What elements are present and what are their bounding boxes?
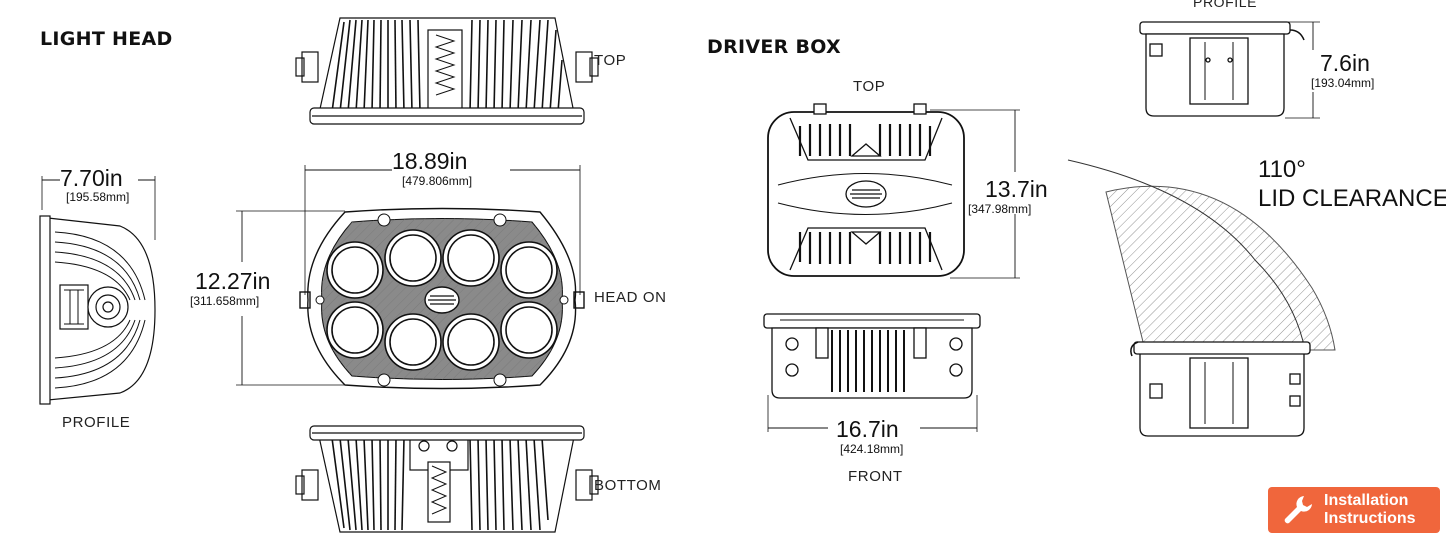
driver-box-width-mm: [424.18mm] bbox=[840, 442, 904, 456]
light-head-bottom-view bbox=[295, 425, 599, 533]
driver-box-profile-label: PROFILE bbox=[1193, 0, 1258, 10]
light-head-width-mm: [479.806mm] bbox=[402, 174, 473, 188]
driver-box-depth-mm: [193.04mm] bbox=[1311, 76, 1375, 90]
wrench-icon bbox=[1284, 496, 1312, 524]
driver-box-depth-in: 7.6in bbox=[1320, 50, 1370, 76]
lid-clearance-angle: 110° bbox=[1258, 156, 1306, 183]
driver-box-front-view bbox=[763, 313, 981, 432]
driver-box-height-mm: [347.98mm] bbox=[968, 202, 1032, 216]
lid-clearance-label: LID CLEARANCE bbox=[1258, 185, 1446, 212]
light-head-top-view bbox=[295, 17, 599, 125]
light-head-depth-in: 7.70in bbox=[60, 165, 123, 191]
light-head-bottom-label: BOTTOM bbox=[594, 477, 662, 494]
light-head-heading: LIGHT HEAD bbox=[40, 28, 173, 50]
light-head-height-in: 12.27in bbox=[195, 268, 271, 294]
lid-clearance-view bbox=[1067, 159, 1336, 437]
light-head-head-on-label: HEAD ON bbox=[594, 289, 667, 306]
driver-box-front-label: FRONT bbox=[848, 468, 903, 485]
light-head-profile-view bbox=[39, 176, 156, 405]
light-head-height-mm: [311.658mm] bbox=[190, 294, 260, 308]
light-head-profile-label: PROFILE bbox=[62, 414, 131, 431]
install-button-line2: Instructions bbox=[1324, 510, 1416, 527]
light-head-width-in: 18.89in bbox=[392, 148, 468, 174]
driver-box-top-view bbox=[767, 103, 1020, 279]
installation-instructions-button[interactable]: Installation Instructions bbox=[1268, 487, 1440, 533]
driver-box-width-in: 16.7in bbox=[836, 416, 899, 442]
driver-box-profile-view bbox=[1139, 21, 1320, 119]
install-button-line1: Installation bbox=[1324, 492, 1409, 509]
driver-box-heading: DRIVER BOX bbox=[707, 36, 842, 58]
light-head-depth-mm: [195.58mm] bbox=[66, 190, 130, 204]
light-head-top-label: TOP bbox=[594, 52, 627, 69]
driver-box-height-in: 13.7in bbox=[985, 176, 1048, 202]
driver-box-top-label: TOP bbox=[853, 78, 886, 95]
light-head-front-view bbox=[236, 165, 585, 390]
